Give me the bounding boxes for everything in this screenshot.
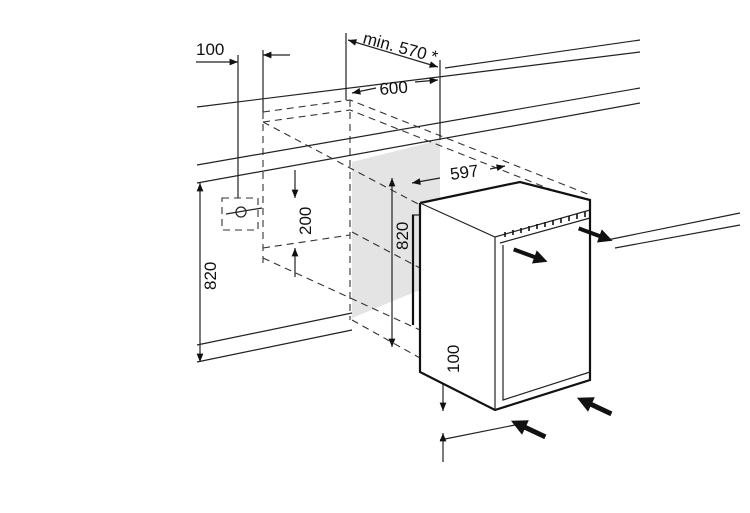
vent-grille	[504, 212, 586, 237]
air-out-arrow-icon	[578, 226, 613, 243]
appliance	[411, 180, 592, 412]
socket-icon	[225, 206, 263, 218]
dimension-lines	[196, 33, 506, 462]
cabinet-lines	[196, 39, 741, 441]
dim-niche-height: 820	[201, 262, 220, 290]
air-in-arrow-icon	[510, 420, 547, 440]
air-in-arrow-icon	[576, 397, 613, 417]
air-out-arrow-icon	[513, 247, 548, 264]
airflow-arrows	[510, 226, 613, 440]
dim-socket-offset: 100	[196, 40, 224, 59]
dim-niche-depth: 600	[379, 78, 409, 99]
dim-plinth-height: 100	[444, 345, 463, 373]
dim-appliance-height: 820	[393, 222, 412, 250]
dim-socket-height: 200	[296, 207, 315, 235]
dim-min-depth: min. 570 *	[361, 29, 440, 67]
dim-appliance-depth: 597	[449, 161, 480, 184]
